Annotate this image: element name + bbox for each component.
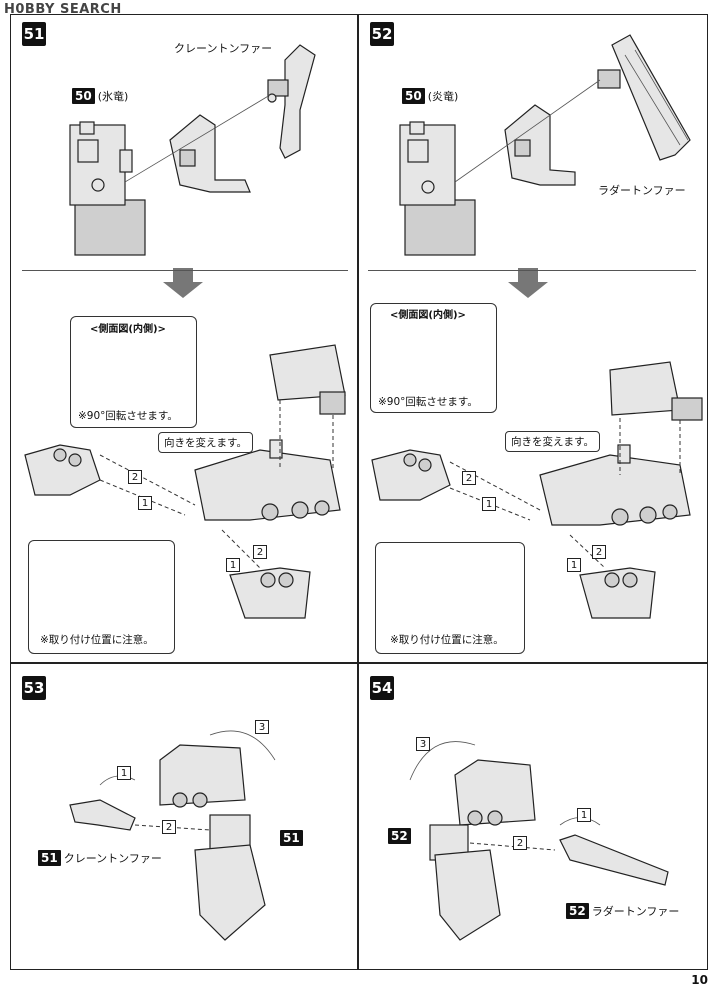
s54-seq-2: 2 xyxy=(513,836,527,850)
s51-rotate-note: ※90°回転させます。 xyxy=(78,410,178,422)
s53-ref-number: 51 xyxy=(38,850,61,866)
s51-left-part xyxy=(24,444,101,496)
s52-seq-2b: 2 xyxy=(592,545,606,559)
s52-part-tag: 50 (炎竜) xyxy=(402,88,458,104)
s52-rotate-note: ※90°回転させます。 xyxy=(378,396,478,408)
s51-side-view-box xyxy=(70,316,197,428)
s53-attach-number: 51 xyxy=(280,830,303,846)
s54-seq-1: 1 xyxy=(577,808,591,822)
page-frame xyxy=(10,14,708,970)
s51-down-arrow xyxy=(163,268,203,298)
s54-ladder-tonfa xyxy=(559,834,669,886)
s51-detail-box xyxy=(28,540,175,654)
s54-ref-number: 52 xyxy=(566,903,589,919)
s51-seq-1b: 1 xyxy=(226,558,240,572)
s52-detail-box xyxy=(375,542,525,654)
s51-crane-tonfa xyxy=(267,44,316,159)
s52-vehicle-body xyxy=(539,444,691,526)
s52-direction-note: 向きを変えます。 xyxy=(505,431,600,452)
step-53-badge: 53 xyxy=(22,676,46,700)
s52-small-block xyxy=(579,567,656,619)
s51-side-view-title: <側面図(内側)> xyxy=(90,324,166,335)
step-51-badge: 51 xyxy=(22,22,46,46)
s54-robot-lower xyxy=(429,824,501,941)
s52-robot-torso xyxy=(399,121,476,256)
s52-down-arrow xyxy=(508,268,548,298)
s51-front-block xyxy=(269,344,346,415)
s52-position-note: ※取り付け位置に注意。 xyxy=(390,634,504,646)
s54-seq-3: 3 xyxy=(416,737,430,751)
s52-seq-2a: 2 xyxy=(462,471,476,485)
s54-ref-tag: 52 ラダートンファー xyxy=(566,903,679,919)
s53-crane-tonfa xyxy=(69,799,136,831)
s51-seq-1a: 1 xyxy=(138,496,152,510)
s52-shoulder-part xyxy=(504,104,576,186)
s52-side-view-box xyxy=(370,303,497,413)
s52-front-block xyxy=(609,361,703,421)
s54-ref-label: ラダートンファー xyxy=(591,905,680,918)
s54-attach-tag: 52 xyxy=(388,828,414,844)
s52-ladder-tonfa xyxy=(597,34,691,161)
s52-seq-1b: 1 xyxy=(567,558,581,572)
s52-subdivider xyxy=(368,270,696,271)
s51-guide-line xyxy=(124,94,271,183)
s52-left-part xyxy=(371,449,451,501)
s53-seq-1: 1 xyxy=(117,766,131,780)
s52-seq-1a: 1 xyxy=(482,497,496,511)
s51-seq-2b: 2 xyxy=(253,545,267,559)
s52-side-view-title: <側面図(内側)> xyxy=(390,310,466,321)
s53-vehicle-top xyxy=(159,744,246,808)
s51-seq-2a: 2 xyxy=(128,470,142,484)
vertical-divider xyxy=(357,14,359,970)
s51-vehicle-body xyxy=(194,439,341,521)
s52-part-name: (炎竜) xyxy=(427,90,459,103)
s53-seq-2: 2 xyxy=(162,820,176,834)
s51-small-block xyxy=(229,567,311,619)
s53-robot-lower xyxy=(194,814,266,941)
s51-shoulder-part xyxy=(169,114,251,193)
s54-vehicle-top xyxy=(454,759,536,826)
s52-weapon-label: ラダートンファー xyxy=(598,184,686,197)
s53-ref-tag: 51 クレーントンファー xyxy=(38,850,162,866)
s51-part-number: 50 xyxy=(72,88,95,104)
s51-position-note: ※取り付け位置に注意。 xyxy=(40,634,154,646)
page-number: 10 xyxy=(691,973,708,987)
s51-weapon-label: クレーントンファー xyxy=(174,42,273,55)
s51-direction-note: 向きを変えます。 xyxy=(158,432,253,453)
s52-guide-line xyxy=(454,79,601,183)
watermark: H0BBY SEARCH xyxy=(4,2,122,17)
step-52-badge: 52 xyxy=(370,22,394,46)
horizontal-divider xyxy=(10,662,708,664)
s52-part-number: 50 xyxy=(402,88,425,104)
s51-part-name: (氷竜) xyxy=(97,90,129,103)
s53-ref-label: クレーントンファー xyxy=(63,852,162,865)
s51-subdivider xyxy=(22,270,348,271)
s53-attach-tag: 51 xyxy=(280,830,306,846)
s54-attach-number: 52 xyxy=(388,828,411,844)
s51-robot-torso xyxy=(69,121,146,256)
s53-seq-3: 3 xyxy=(255,720,269,734)
step-54-badge: 54 xyxy=(370,676,394,700)
s51-part-tag: 50 (氷竜) xyxy=(72,88,128,104)
